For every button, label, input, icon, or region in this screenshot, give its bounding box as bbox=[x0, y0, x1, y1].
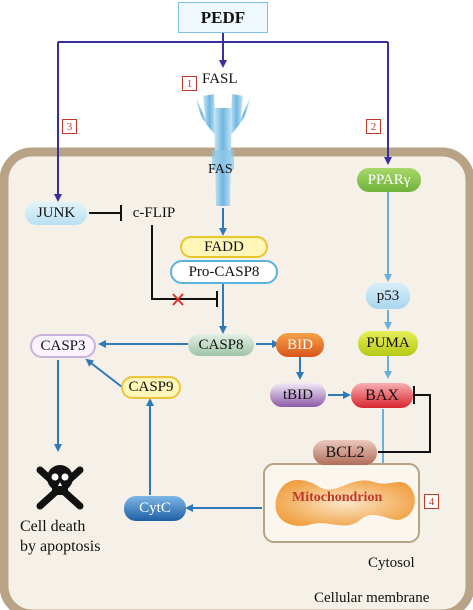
mitochondrion-shape bbox=[275, 479, 415, 526]
arrow-casp9-casp3 bbox=[85, 358, 123, 388]
cflip-inhibits-casp8 bbox=[151, 225, 218, 307]
skull-crossbones-icon bbox=[36, 465, 84, 510]
pedf-arrows bbox=[54, 33, 392, 202]
bcl2-node: BCL2 bbox=[313, 440, 377, 465]
puma-node: PUMA bbox=[358, 331, 418, 356]
casp9-node: CASP9 bbox=[121, 376, 181, 399]
membrane-label: Cellular membrane bbox=[314, 590, 430, 606]
p53-node: p53 bbox=[366, 283, 410, 309]
cell-death-label-line1: Cell death bbox=[20, 518, 86, 535]
fadd-node: FADD bbox=[180, 236, 268, 258]
pathway-number-2: 2 bbox=[366, 119, 381, 134]
mitochondrion-label: Mitochondrion bbox=[292, 490, 383, 505]
pedf-node: PEDF bbox=[178, 2, 268, 33]
junk-inhibits-cflip bbox=[89, 205, 122, 221]
bcl2-inhibits-bax bbox=[378, 386, 431, 453]
fas-receptor bbox=[196, 94, 250, 206]
pathway-number-1: 1 bbox=[182, 76, 197, 91]
cflip-node: c-FLIP bbox=[132, 205, 176, 221]
pro-casp8-node: Pro-CASP8 bbox=[170, 260, 278, 284]
fas-label: FAS bbox=[208, 162, 233, 177]
cytc-node: CytC bbox=[124, 496, 186, 521]
cytosol-label: Cytosol bbox=[368, 555, 415, 571]
fasl-label: FASL bbox=[202, 71, 238, 87]
junk-node: JUNK bbox=[25, 202, 87, 225]
inhibition-x-icon bbox=[172, 293, 184, 306]
casp8-node: CASP8 bbox=[188, 334, 254, 356]
pathway-number-4: 4 bbox=[424, 494, 439, 509]
casp3-node: CASP3 bbox=[30, 334, 96, 358]
pathway-number-3: 3 bbox=[62, 119, 77, 134]
bax-node: BAX bbox=[351, 383, 413, 408]
cell-death-label-line2: by apoptosis bbox=[20, 538, 101, 555]
tbid-node: tBID bbox=[270, 383, 326, 407]
bid-node: BID bbox=[276, 333, 324, 357]
ppar-node: PPARγ bbox=[357, 168, 421, 192]
